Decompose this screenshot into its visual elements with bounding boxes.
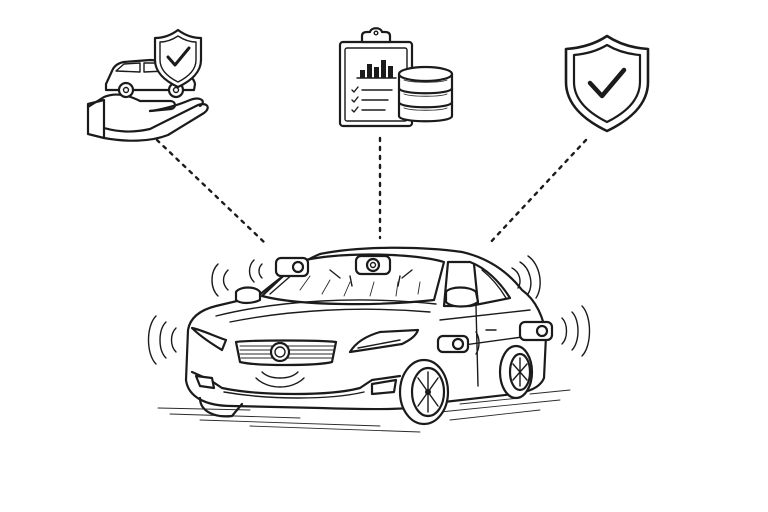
- database-icon: [397, 65, 454, 123]
- rear-wheel: [498, 344, 534, 400]
- roof-right-waves: [511, 255, 541, 299]
- hand-holding-car-shield-icon: [86, 28, 209, 142]
- connector-lines: [155, 136, 588, 247]
- ground-shadow: [157, 389, 571, 433]
- door-sensor: [436, 334, 470, 354]
- roof-sensor-left: [248, 256, 310, 283]
- door-sensor-waves: [475, 331, 480, 355]
- shield-checkmark-icon: [564, 34, 650, 133]
- rear-side-sensor: [518, 305, 591, 357]
- connector-insurance-to-car: [155, 138, 267, 245]
- roof-sensor-center: [329, 254, 413, 287]
- front-wheel: [398, 358, 450, 426]
- connector-security-to-car: [486, 138, 588, 247]
- roof-left-waves: [211, 263, 229, 297]
- front-left-sensor-waves: [147, 315, 177, 365]
- clipboard-chart-database-icon: [338, 27, 454, 128]
- autonomous-sedan-icon: [147, 246, 591, 433]
